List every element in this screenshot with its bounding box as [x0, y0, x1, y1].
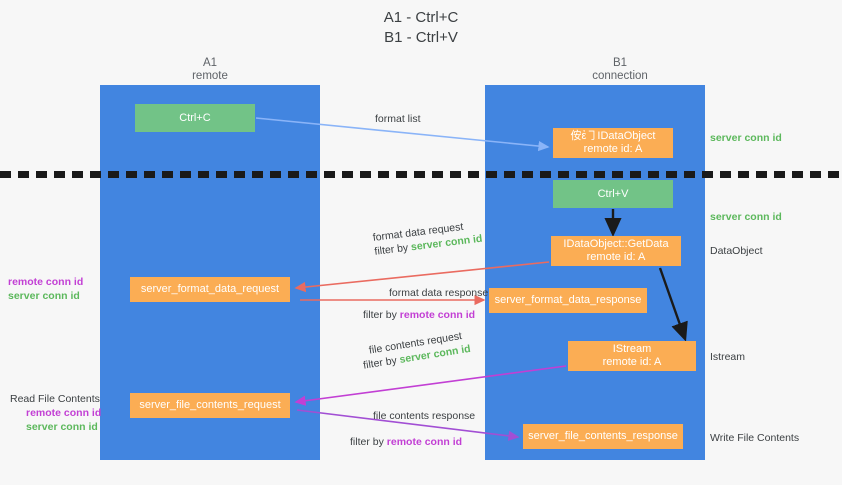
- lane-header-a1: A1 remote: [192, 57, 228, 82]
- annotation-read-file-contents-group: Read File Contents remote conn id server…: [10, 392, 101, 434]
- edge-label-format-data-response: format data response filter by remote co…: [363, 286, 488, 322]
- annotation-server-conn-id-2: server conn id: [26, 421, 98, 433]
- annotation-remote-conn-id-2: remote conn id: [26, 407, 102, 419]
- filter-value-remote-conn-id: remote conn id: [399, 309, 476, 321]
- edge-label-file-contents-response: file contents response filter by remote …: [350, 409, 476, 449]
- filter-value-remote-conn-id: remote conn id: [386, 436, 463, 448]
- edge-label-format-data-request: format data request filter by server con…: [372, 218, 483, 259]
- filter-prefix: filter by: [363, 309, 400, 321]
- edge-label-file-contents-response-filter: filter by remote conn id: [350, 435, 475, 449]
- annotation-dataobject: DataObject: [710, 245, 763, 257]
- annotation-read-file-contents: Read File Contents: [10, 393, 100, 405]
- node-server-file-contents-response[interactable]: server_file_contents_response: [523, 424, 683, 449]
- annotation-remote-conn-id-1: remote conn id: [8, 276, 84, 288]
- edge-label-format-data-response-filter: filter by remote conn id: [363, 308, 488, 322]
- node-server-format-data-request[interactable]: server_format_data_request: [130, 277, 290, 302]
- edge-label-format-data-response-text: format data response: [389, 287, 489, 299]
- node-server-format-data-response[interactable]: server_format_data_response: [489, 288, 647, 313]
- annotation-server-conn-id-top: server conn id: [710, 131, 782, 145]
- annotation-server-conn-id-1: server conn id: [8, 290, 80, 302]
- filter-prefix: filter by: [350, 436, 387, 448]
- filter-prefix: filter by: [373, 241, 412, 258]
- annotation-server-conn-id-top-text: server conn id: [710, 132, 782, 144]
- edge-label-file-contents-response-text: file contents response: [373, 410, 476, 422]
- node-idataobject[interactable]: 侒ἐ㇆IDataObject remote id: A: [553, 128, 673, 158]
- node-server-file-contents-request[interactable]: server_file_contents_request: [130, 393, 290, 418]
- node-ctrl-c[interactable]: Ctrl+C: [135, 104, 255, 132]
- node-ctrl-v[interactable]: Ctrl+V: [553, 180, 673, 208]
- annotation-conn-ids-format: remote conn id server conn id: [8, 275, 83, 303]
- annotation-istream: Istream: [710, 351, 746, 363]
- node-istream[interactable]: IStream remote id: A: [568, 341, 696, 371]
- edge-label-format-list-text: format list: [375, 113, 421, 125]
- edge-label-file-contents-request: file contents request filter by server c…: [360, 328, 472, 373]
- node-idataobject-getdata[interactable]: IDataObject::GetData remote id: A: [551, 236, 681, 266]
- edge-label-format-list: format list: [375, 112, 421, 126]
- annotation-server-conn-id-mid: server conn id: [710, 210, 782, 224]
- dashed-divider: [0, 171, 842, 178]
- annotation-write-file-contents: Write File Contents: [710, 432, 800, 444]
- page-title: A1 - Ctrl+C B1 - Ctrl+V: [383, 9, 459, 46]
- annotation-server-conn-id-mid-text: server conn id: [710, 211, 782, 223]
- lane-header-b1: B1 connection: [592, 57, 648, 82]
